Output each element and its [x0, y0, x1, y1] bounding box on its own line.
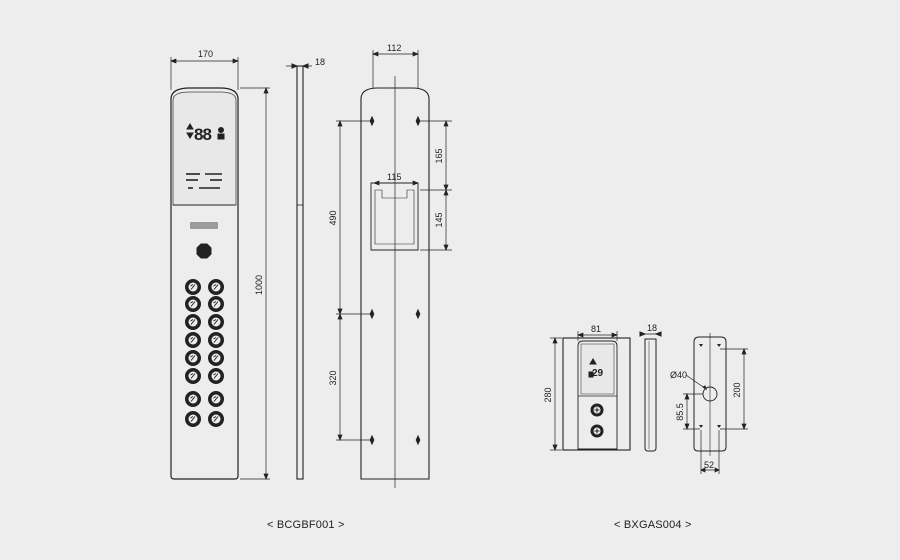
dim-vertical-right	[418, 120, 452, 251]
small-panel-mount-view	[685, 333, 727, 456]
floor-button-icon	[185, 391, 201, 407]
floor-button-icon	[208, 391, 224, 407]
dim-small-width-81	[577, 331, 618, 341]
dim-label-width: 170	[198, 49, 213, 59]
dim-label-small-width: 81	[591, 324, 601, 334]
dim-mount-width-112	[372, 50, 419, 88]
dim-width-170	[170, 57, 239, 90]
mount-holes	[369, 115, 421, 446]
floor-button-icon	[208, 314, 224, 330]
display-status-icon	[217, 127, 225, 140]
speaker-grille-icon	[190, 222, 218, 229]
floor-button-icon	[208, 279, 224, 295]
floor-button-icon	[208, 411, 224, 427]
floor-button-icon	[185, 368, 201, 384]
dim-label-depth: 18	[315, 57, 325, 67]
floor-button-grid	[185, 279, 224, 427]
dim-label-small-height: 280	[543, 387, 553, 402]
mount-hole-icon	[415, 434, 421, 446]
display-info-text-lines	[186, 173, 222, 189]
floor-button-icon	[185, 296, 201, 312]
dim-label-hole: Ø40	[670, 370, 687, 380]
floor-button-icon	[185, 332, 201, 348]
dim-small-bottom-52	[700, 430, 720, 474]
dim-cutout-115	[373, 180, 419, 186]
dim-label-mount-width: 112	[387, 43, 401, 53]
dim-label-small-depth: 18	[647, 323, 657, 333]
call-button-up-icon	[590, 403, 604, 417]
dim-label-490: 490	[328, 210, 338, 225]
dim-label-145: 145	[434, 212, 444, 227]
dim-label-52: 52	[704, 460, 714, 470]
main-panel-side-view	[286, 63, 312, 480]
caption-bxgas004: < BXGAS004 >	[614, 519, 692, 531]
dim-label-height: 1000	[254, 275, 264, 295]
main-panel-front-view: 88	[170, 87, 239, 480]
direction-arrows-icon	[186, 123, 194, 139]
small-panel-front-view: 29	[562, 337, 631, 451]
floor-button-icon	[185, 279, 201, 295]
small-panel-side-view	[639, 331, 662, 452]
floor-button-icon	[185, 314, 201, 330]
floor-button-icon	[208, 296, 224, 312]
floor-button-icon	[185, 411, 201, 427]
dim-small-offset-85	[683, 393, 703, 430]
dim-label-320: 320	[328, 370, 338, 385]
floor-display-digits: 88	[194, 125, 211, 144]
dim-small-mount-200	[720, 348, 748, 430]
floor-button-icon	[185, 350, 201, 366]
call-button-down-icon	[590, 424, 604, 438]
dim-small-height-280	[550, 337, 562, 451]
caption-bcgbf001: < BCGBF001 >	[267, 519, 345, 531]
dim-label-85: 85.5	[675, 403, 685, 421]
floor-button-icon	[208, 332, 224, 348]
floor-button-icon	[208, 368, 224, 384]
dim-label-200: 200	[732, 382, 742, 397]
dim-label-165: 165	[434, 148, 444, 163]
emergency-button-icon	[196, 243, 212, 259]
floor-button-icon	[208, 350, 224, 366]
main-panel-mount-view	[360, 76, 430, 488]
mount-hole-icon	[415, 308, 421, 320]
dim-vertical-left	[336, 120, 372, 441]
dim-label-cutout: 115	[387, 172, 401, 182]
small-display-digits: 29	[592, 368, 604, 379]
dim-height-1000	[240, 87, 270, 480]
